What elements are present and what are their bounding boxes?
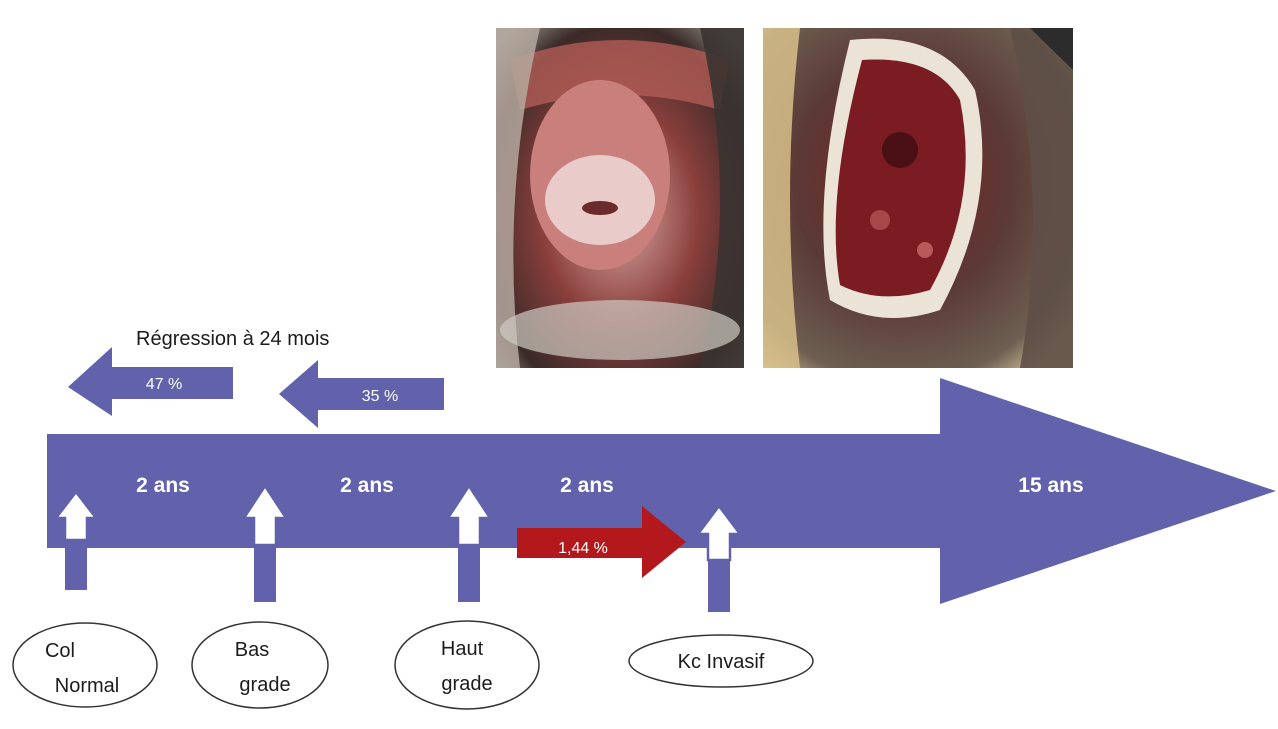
colposcopy-photo-normal-cervix	[496, 28, 744, 368]
stage-col-normal-line2: Normal	[55, 675, 119, 697]
regression-pct-low-grade: 47 %	[146, 376, 182, 393]
duration-label-4: 15 ans	[1018, 474, 1083, 497]
stage-kc-invasif-line1: Kc Invasif	[678, 651, 765, 673]
duration-label-1: 2 ans	[136, 474, 190, 497]
colposcopy-photo-invasive-cancer	[763, 28, 1073, 368]
stage-col-normal: Col Normal	[13, 623, 157, 707]
regression-title: Régression à 24 mois	[136, 328, 329, 350]
stage-kc-invasif: Kc Invasif	[629, 635, 813, 687]
progression-pct: 1,44 %	[558, 540, 608, 557]
stage-bas-grade: Bas grade	[192, 622, 328, 708]
duration-label-3: 2 ans	[560, 474, 614, 497]
stage-haut-grade: Haut grade	[395, 621, 539, 709]
stage-col-normal-line1: Col	[45, 640, 75, 662]
main-timeline-arrow	[47, 378, 1276, 604]
stage-haut-grade-line1: Haut	[441, 638, 484, 660]
regression-pct-high-grade: 35 %	[362, 388, 398, 405]
stage-bas-grade-line2: grade	[239, 674, 290, 696]
stage-haut-grade-line2: grade	[441, 673, 492, 695]
stage-bas-grade-line1: Bas	[235, 639, 269, 661]
duration-label-2: 2 ans	[340, 474, 394, 497]
